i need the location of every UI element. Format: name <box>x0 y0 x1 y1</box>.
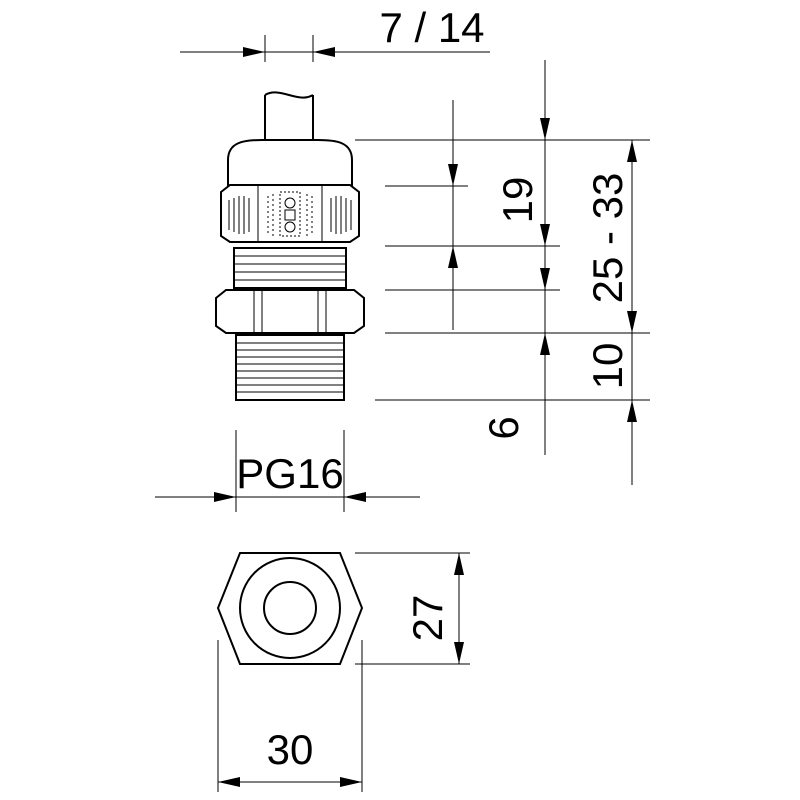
width-label: 30 <box>267 726 314 773</box>
thread-label: PG16 <box>236 450 343 497</box>
height-6-label: 6 <box>480 416 527 439</box>
dimension-6: 6 <box>480 416 527 439</box>
side-view <box>215 91 365 401</box>
dimension-width: 30 <box>217 640 363 792</box>
across-flats-label: 27 <box>404 595 451 642</box>
knurled-nut <box>220 184 360 243</box>
height-19-label: 19 <box>494 177 541 224</box>
height-10-label: 10 <box>584 343 631 390</box>
dimension-across-flats: 27 <box>355 552 470 665</box>
hex-body <box>215 289 365 334</box>
dimension-25-33: 25 - 33 <box>584 140 637 485</box>
bottom-thread <box>235 334 345 401</box>
dimension-extension-lines <box>355 139 650 401</box>
upper-thread <box>233 247 347 289</box>
dome-cap <box>227 139 353 190</box>
cable-range-label: 7 / 14 <box>379 4 484 51</box>
dimension-10: 10 <box>540 60 631 455</box>
height-25-33-label: 25 - 33 <box>584 173 631 304</box>
dimension-cable-range: 7 / 14 <box>180 4 490 62</box>
dimension-19: 19 <box>448 100 541 330</box>
dimension-thread: PG16 <box>155 430 420 512</box>
obo-logo-icon <box>267 191 313 237</box>
top-view <box>216 552 364 665</box>
